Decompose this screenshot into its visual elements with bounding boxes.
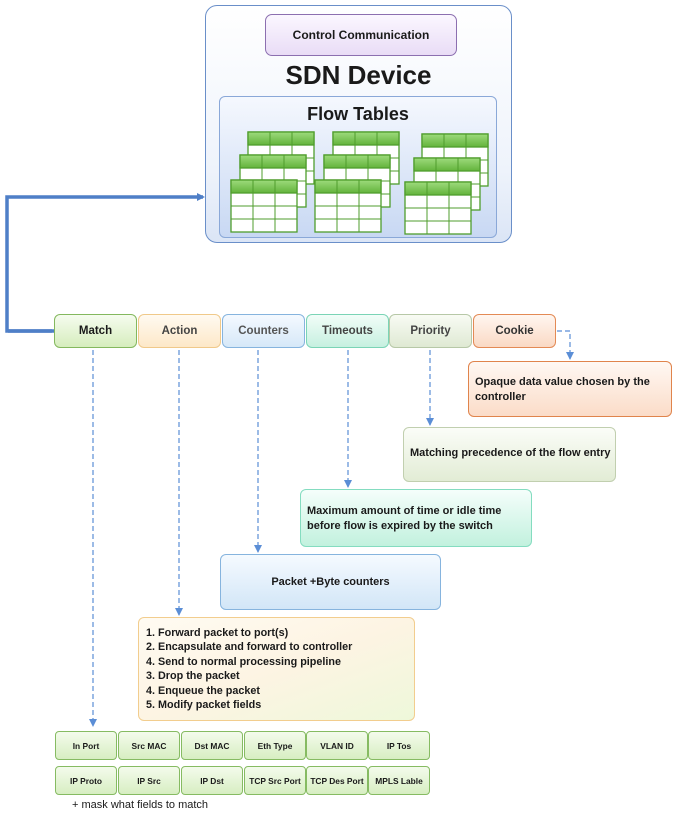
cookie-field-box: Cookie xyxy=(473,314,556,348)
timeouts-description: Maximum amount of time or idle time befo… xyxy=(300,489,532,547)
flow-table-stack-3 xyxy=(404,133,489,235)
flow-table-stack-2 xyxy=(314,131,400,233)
action-item: 2. Encapsulate and forward to controller xyxy=(146,641,353,654)
priority-description: Matching precedence of the flow entry xyxy=(403,427,616,482)
flow-table-icon xyxy=(314,179,382,233)
action-item: 5. Modify packet fields xyxy=(146,698,262,711)
timeouts-description-line: before flow is expired by the switch xyxy=(307,520,493,532)
timeouts-description-line: Maximum amount of time or idle time xyxy=(307,505,502,517)
flow-tables-title: Flow Tables xyxy=(307,104,409,124)
device-to-match-connector xyxy=(5,193,205,333)
flow-table-stack-1 xyxy=(230,131,315,233)
cookie-description-line: controller xyxy=(475,391,526,403)
device-title: SDN Device xyxy=(285,60,432,90)
priority-field-box: Priority xyxy=(389,314,472,348)
action-item: 4. Send to normal processing pipeline xyxy=(146,655,341,668)
match-field-cell: Dst MAC xyxy=(181,731,243,760)
match-field-cell: TCP Src Port xyxy=(244,766,306,795)
action-item: 4. Enqueue the packet xyxy=(146,684,260,697)
action-item: 3. Drop the packet xyxy=(146,670,240,683)
action-field-box: Action xyxy=(138,314,221,348)
timeouts-field-box: Timeouts xyxy=(306,314,389,348)
action-item: 1. Forward packet to port(s) xyxy=(146,627,289,639)
match-field-cell: IP Src xyxy=(118,766,180,795)
counters-field-box: Counters xyxy=(222,314,305,348)
match-field-box: Match xyxy=(54,314,137,348)
match-field-cell: TCP Des Port xyxy=(306,766,368,795)
match-field-cell: IP Tos xyxy=(368,731,430,760)
cookie-description: Opaque data value chosen by the controll… xyxy=(468,361,672,417)
match-field-cell: MPLS Lable xyxy=(368,766,430,795)
cookie-description-line: Opaque data value chosen by the xyxy=(475,376,650,388)
match-field-cell: IP Dst xyxy=(181,766,243,795)
control-communication-box: Control Communication xyxy=(265,14,457,56)
control-communication-label: Control Communication xyxy=(292,28,430,42)
counters-description: Packet +Byte counters xyxy=(220,554,441,610)
flow-table-icon xyxy=(230,179,298,233)
match-field-cell: Eth Type xyxy=(244,731,306,760)
mask-note: + mask what fields to match xyxy=(72,799,209,811)
actions-description: 1. Forward packet to port(s) 2. Encapsul… xyxy=(138,617,415,721)
match-field-cell: VLAN ID xyxy=(306,731,368,760)
match-field-cell: IP Proto xyxy=(55,766,117,795)
cookie-connector xyxy=(557,330,574,360)
match-field-cell: Src MAC xyxy=(118,731,180,760)
match-field-cell: In Port xyxy=(55,731,117,760)
flow-table-icon xyxy=(404,181,472,235)
